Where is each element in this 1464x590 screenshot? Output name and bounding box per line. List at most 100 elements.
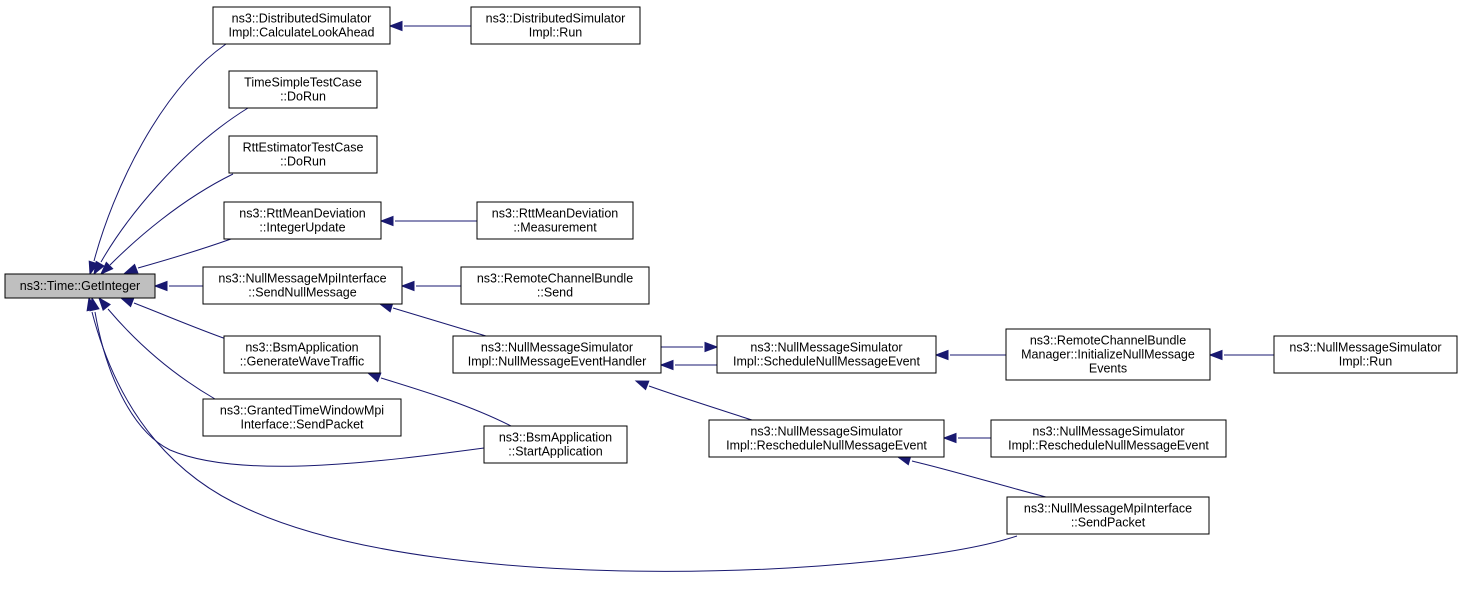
edge-time-simple-to-root <box>93 107 249 276</box>
edge-rcb-send-to-send-null <box>400 280 461 292</box>
node-box[interactable] <box>708 419 945 458</box>
arrowhead-icon <box>98 296 111 311</box>
node-box[interactable] <box>476 201 634 240</box>
node-box[interactable] <box>460 266 650 305</box>
arrowhead-icon <box>123 263 139 274</box>
node-box[interactable] <box>990 419 1227 458</box>
node-box[interactable] <box>212 6 391 45</box>
arrowhead-icon <box>704 341 719 353</box>
node-box[interactable] <box>202 398 402 437</box>
node-send-null[interactable]: ns3::NullMessageMpiInterface::SendNullMe… <box>202 266 403 305</box>
node-label-line: ::SendNullMessage <box>248 286 356 300</box>
arrowhead-icon <box>942 432 957 444</box>
edge-line <box>648 385 753 421</box>
node-label-line: ns3::RemoteChannelBundle <box>477 272 633 286</box>
node-box[interactable] <box>202 266 403 305</box>
edge-null-handler-to-schedule-null <box>661 341 719 353</box>
arrowhead-icon <box>400 280 415 292</box>
edge-granted-send-to-root <box>98 296 216 400</box>
node-label-line: Impl::NullMessageEventHandler <box>468 355 647 369</box>
node-box[interactable] <box>4 273 156 299</box>
node-label-line: ::DoRun <box>280 155 326 169</box>
node-box[interactable] <box>223 335 381 374</box>
node-label-line: ns3::NullMessageMpiInterface <box>1024 502 1192 516</box>
arrowhead-icon <box>1208 349 1223 361</box>
edge-resched-impl-to-null-handler <box>634 380 753 421</box>
node-label-line: Impl::Run <box>1339 355 1393 369</box>
node-rtt-measure[interactable]: ns3::RttMeanDeviation::Measurement <box>476 201 634 240</box>
edge-null-handler-to-send-null <box>378 302 487 337</box>
node-resched-impl[interactable]: ns3::NullMessageSimulatorImpl::Reschedul… <box>708 419 945 458</box>
edge-line <box>107 308 216 400</box>
edge-rtt-estimator-to-root <box>99 173 234 276</box>
node-box[interactable] <box>716 335 937 374</box>
edge-dist-run-to-calc-lookahead <box>388 20 471 32</box>
node-label-line: ns3::Time::GetInteger <box>20 279 140 293</box>
node-label-line: ns3::RttMeanDeviation <box>492 207 619 221</box>
node-rcb-send[interactable]: ns3::RemoteChannelBundle::Send <box>460 266 650 305</box>
node-rtt-integer[interactable]: ns3::RttMeanDeviation::IntegerUpdate <box>223 201 382 240</box>
node-box[interactable] <box>452 335 662 374</box>
node-label-line: ns3::RttMeanDeviation <box>239 207 366 221</box>
node-rcb-init[interactable]: ns3::RemoteChannelBundleManager::Initial… <box>1005 328 1211 381</box>
node-label-line: Impl::ScheduleNullMessageEvent <box>733 355 920 369</box>
node-nm-sendpacket[interactable]: ns3::NullMessageMpiInterface::SendPacket <box>1006 496 1210 535</box>
node-resched-impl2[interactable]: ns3::NullMessageSimulatorImpl::Reschedul… <box>990 419 1227 458</box>
node-label-line: ::IntegerUpdate <box>259 221 345 235</box>
edge-nm-sendpacket-to-resched-impl <box>896 455 1047 498</box>
node-box[interactable] <box>228 135 378 174</box>
nodes-layer: ns3::Time::GetInteger ns3::DistributedSim… <box>4 6 1458 535</box>
node-label-line: Impl::RescheduleNullMessageEvent <box>726 439 927 453</box>
node-label-line: ns3::NullMessageSimulator <box>750 425 902 439</box>
node-label-line: Impl::RescheduleNullMessageEvent <box>1008 439 1209 453</box>
node-granted-send[interactable]: ns3::GrantedTimeWindowMpiInterface::Send… <box>202 398 402 437</box>
node-box[interactable] <box>1273 335 1458 374</box>
edge-line <box>94 311 485 467</box>
arrowhead-icon <box>659 359 674 371</box>
edge-send-null-to-root <box>153 280 203 292</box>
node-schedule-null[interactable]: ns3::NullMessageSimulatorImpl::ScheduleN… <box>716 335 937 374</box>
node-label-line: ::SendPacket <box>1071 516 1146 530</box>
edge-line <box>392 307 487 337</box>
edge-nm-sendpacket-to-root <box>86 296 1018 572</box>
node-root[interactable]: ns3::Time::GetInteger <box>4 273 156 299</box>
node-box[interactable] <box>228 70 378 109</box>
node-bsm-start[interactable]: ns3::BsmApplication::StartApplication <box>483 425 628 464</box>
node-box[interactable] <box>1006 496 1210 535</box>
node-label-line: Interface::SendPacket <box>241 418 365 432</box>
node-box[interactable] <box>483 425 628 464</box>
node-box[interactable] <box>1005 328 1211 381</box>
node-label-line: Impl::CalculateLookAhead <box>229 26 375 40</box>
node-box[interactable] <box>223 201 382 240</box>
arrowhead-icon <box>86 296 97 312</box>
edge-line <box>911 460 1047 498</box>
arrowhead-icon <box>634 380 650 391</box>
node-calc-lookahead[interactable]: ns3::DistributedSimulatorImpl::Calculate… <box>212 6 391 45</box>
node-label-line: Manager::InitializeNullMessage <box>1021 348 1195 362</box>
node-gen-wave[interactable]: ns3::BsmApplication::GenerateWaveTraffic <box>223 335 381 374</box>
node-label-line: ns3::NullMessageMpiInterface <box>218 272 386 286</box>
node-label-line: ns3::NullMessageSimulator <box>750 341 902 355</box>
edge-line <box>91 311 1018 572</box>
node-label-line: ns3::BsmApplication <box>499 431 612 445</box>
node-time-simple[interactable]: TimeSimpleTestCase::DoRun <box>228 70 378 109</box>
arrowhead-icon <box>366 372 382 383</box>
node-label-line: ns3::DistributedSimulator <box>232 12 372 26</box>
edge-line <box>380 377 512 427</box>
node-null-handler[interactable]: ns3::NullMessageSimulatorImpl::NullMessa… <box>452 335 662 374</box>
edge-line <box>109 173 234 266</box>
node-label-line: ::Measurement <box>513 221 597 235</box>
node-label-line: ns3::DistributedSimulator <box>486 12 626 26</box>
edge-rcb-init-to-schedule-null <box>934 349 1006 361</box>
edge-calc-lookahead-to-root <box>88 43 227 276</box>
node-label-line: ns3::NullMessageSimulator <box>1032 425 1184 439</box>
edge-bsm-start-to-root <box>89 296 485 467</box>
edge-rtt-integer-to-root <box>123 238 232 274</box>
node-box[interactable] <box>470 6 641 45</box>
edge-line <box>133 302 230 341</box>
node-rtt-estimator[interactable]: RttEstimatorTestCase::DoRun <box>228 135 378 174</box>
arrowhead-icon <box>388 20 403 32</box>
